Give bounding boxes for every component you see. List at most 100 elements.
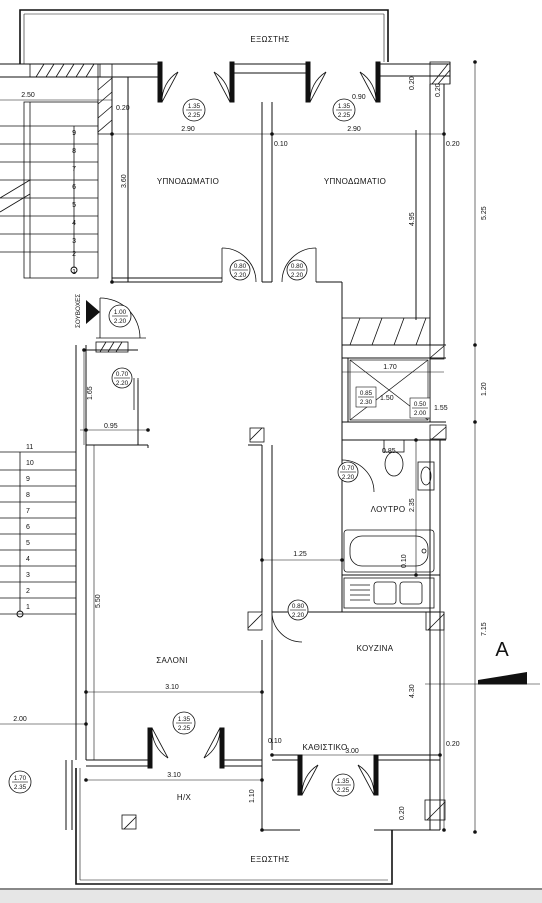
svg-text:6: 6 bbox=[26, 524, 30, 531]
washbasin bbox=[417, 461, 435, 491]
svg-text:1.65: 1.65 bbox=[87, 386, 94, 400]
opening-tag-d9: 0.70 2.20 bbox=[337, 461, 359, 483]
hatched-pillars-middle bbox=[95, 341, 447, 830]
svg-text:0.20: 0.20 bbox=[399, 806, 406, 820]
kitchen-sink bbox=[343, 577, 435, 609]
opening-width: 1.35 bbox=[338, 103, 351, 110]
opening-width: 1.35 bbox=[337, 778, 350, 785]
svg-text:1.20: 1.20 bbox=[481, 382, 488, 396]
svg-text:6: 6 bbox=[72, 184, 76, 191]
room-label-bathroom: ΛΟΥΤΡΟ bbox=[371, 505, 406, 514]
toilet bbox=[383, 439, 405, 477]
staircase-upper bbox=[0, 101, 99, 279]
opening-height: 2.30 bbox=[360, 399, 373, 406]
svg-text:1.50: 1.50 bbox=[380, 395, 394, 402]
svg-text:0.10: 0.10 bbox=[268, 738, 282, 745]
svg-text:1.70: 1.70 bbox=[383, 364, 397, 371]
opening-height: 2.20 bbox=[114, 318, 127, 325]
room-label-sitting: ΚΑΘΙΣΤΙΚΟ bbox=[302, 743, 347, 752]
svg-text:2: 2 bbox=[26, 588, 30, 595]
svg-text:4: 4 bbox=[72, 220, 76, 227]
section-label: A bbox=[495, 639, 509, 661]
door-swing-kathistiko bbox=[301, 764, 375, 796]
opening-width: 0.50 bbox=[414, 401, 427, 408]
svg-text:2: 2 bbox=[72, 251, 76, 258]
opening-width: 0.70 bbox=[342, 465, 355, 472]
dimension-lines bbox=[0, 62, 540, 832]
opening-tag-d13: 1.352.25 bbox=[331, 773, 355, 797]
opening-tag-d8: 0.50 2.00 bbox=[409, 397, 431, 419]
opening-width: 1.70 bbox=[14, 775, 27, 782]
balcony-top-outline bbox=[19, 9, 389, 64]
svg-text:0.10: 0.10 bbox=[274, 141, 288, 148]
opening-width: 1.00 bbox=[114, 309, 127, 316]
opening-height: 2.20 bbox=[342, 474, 355, 481]
opening-height: 2.25 bbox=[178, 725, 191, 732]
svg-text:3: 3 bbox=[26, 572, 30, 579]
svg-text:1.10: 1.10 bbox=[249, 789, 256, 803]
opening-width: 1.35 bbox=[178, 716, 191, 723]
opening-height: 2.20 bbox=[291, 272, 304, 279]
room-label-exostis-top: ΕΞΩΣΤΗΣ bbox=[250, 35, 289, 44]
door-swing-hall bbox=[133, 378, 139, 410]
svg-text:3.10: 3.10 bbox=[165, 684, 179, 691]
opening-tag-d3: 0.802.20 bbox=[229, 259, 251, 281]
svg-text:0.85: 0.85 bbox=[382, 448, 396, 455]
opening-tag-d12: 1.70 2.35 bbox=[8, 770, 32, 794]
dimension-labels: 2.50 0.20 0.90 0.20 2.90 2.90 0.10 0.20 … bbox=[13, 76, 488, 820]
svg-text:5: 5 bbox=[72, 202, 76, 209]
door-swing-bedroom-1 bbox=[161, 71, 231, 103]
svg-text:9: 9 bbox=[72, 130, 76, 137]
room-label-bedroom-2: ΥΠΝΟΔΩΜΑΤΙΟ bbox=[324, 177, 386, 186]
svg-text:10: 10 bbox=[26, 460, 34, 467]
opening-height: 2.25 bbox=[338, 112, 351, 119]
svg-text:7: 7 bbox=[26, 508, 30, 515]
room-label-kitchen: ΚΟΥΖΙΝΑ bbox=[357, 644, 394, 653]
top-wall bbox=[0, 61, 451, 103]
svg-text:1.25: 1.25 bbox=[293, 551, 307, 558]
room-label-sovoxes: ΣΟΥΒΟΧΕΣ bbox=[75, 294, 82, 328]
opening-tag-d2: 1.35 2.25 bbox=[332, 98, 356, 122]
svg-text:0.20: 0.20 bbox=[116, 105, 130, 112]
door-swing-bedrooms-inner bbox=[221, 247, 317, 283]
svg-text:2.90: 2.90 bbox=[347, 126, 361, 133]
hatch-upper-right bbox=[341, 317, 431, 346]
svg-text:5: 5 bbox=[26, 540, 30, 547]
svg-text:8: 8 bbox=[72, 148, 76, 155]
svg-text:4.95: 4.95 bbox=[409, 212, 416, 226]
opening-width: 1.35 bbox=[188, 103, 201, 110]
svg-text:0.95: 0.95 bbox=[104, 423, 118, 430]
svg-text:4: 4 bbox=[26, 556, 30, 563]
svg-text:0.20: 0.20 bbox=[409, 76, 416, 90]
opening-tag-d1: 1.35 2.25 bbox=[182, 98, 206, 122]
dimension-ticks bbox=[82, 60, 477, 834]
staircase-lower bbox=[0, 451, 76, 615]
balcony-bottom-outline bbox=[65, 760, 393, 885]
opening-width: 0.80 bbox=[292, 603, 305, 610]
opening-height: 2.20 bbox=[292, 612, 305, 619]
opening-height: 2.25 bbox=[188, 112, 201, 119]
svg-text:2.90: 2.90 bbox=[181, 126, 195, 133]
stair-start-marker-lower bbox=[16, 610, 24, 618]
opening-tag-d5: 1.00 2.20 bbox=[108, 304, 132, 328]
stair-numbers-upper: 9 8 7 6 5 4 3 2 1 bbox=[72, 130, 76, 276]
door-swing-living bbox=[151, 727, 221, 759]
room-label-living: ΣΑΛΟΝΙ bbox=[156, 656, 187, 665]
svg-text:7: 7 bbox=[72, 166, 76, 173]
svg-text:3.60: 3.60 bbox=[121, 174, 128, 188]
svg-text:1.55: 1.55 bbox=[434, 405, 448, 412]
sheet-margin bbox=[0, 890, 542, 903]
opening-width: 0.80 bbox=[234, 263, 247, 270]
svg-text:5.25: 5.25 bbox=[481, 206, 488, 220]
svg-text:5.50: 5.50 bbox=[95, 594, 102, 608]
opening-height: 2.35 bbox=[14, 784, 27, 791]
opening-height: 2.20 bbox=[116, 380, 129, 387]
door-swing-kitchen bbox=[271, 611, 303, 643]
opening-tag-d4: 0.802.20 bbox=[286, 259, 308, 281]
svg-text:2.50: 2.50 bbox=[21, 92, 35, 99]
svg-text:4.30: 4.30 bbox=[409, 684, 416, 698]
svg-text:0.20: 0.20 bbox=[446, 741, 460, 748]
svg-text:8: 8 bbox=[26, 492, 30, 499]
opening-height: 2.00 bbox=[414, 410, 427, 417]
opening-tag-d6: 0.702.20 bbox=[111, 367, 133, 389]
